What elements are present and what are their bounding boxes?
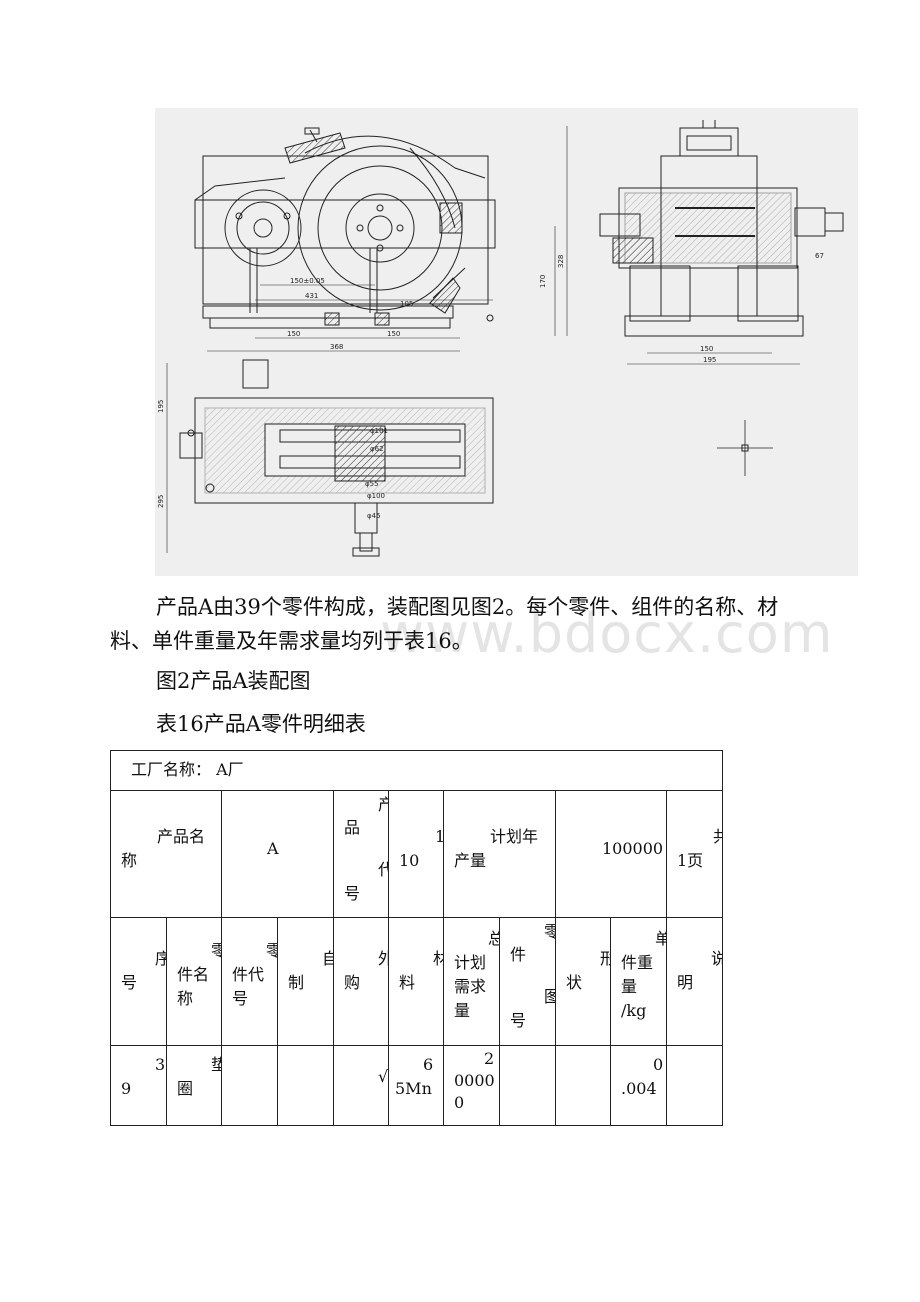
header-part-code: 号 bbox=[232, 989, 249, 1008]
column-header-row: 序 号 零 件名 称 零 件代 号 自 制 外 购 材 料 总 计划 需求 bbox=[110, 917, 724, 1046]
pages-label: 共 bbox=[713, 826, 722, 848]
header-total-demand: 需求 bbox=[454, 977, 487, 996]
row-seq: 9 bbox=[121, 1079, 132, 1098]
table-caption: 表16产品A零件明细表 bbox=[156, 712, 366, 736]
header-purchased: 购 bbox=[344, 973, 361, 992]
header-seq: 号 bbox=[121, 973, 138, 992]
header-material: 材 bbox=[433, 948, 443, 970]
header-part-code: 件代 bbox=[232, 965, 265, 984]
dim-label: 150 bbox=[287, 330, 300, 338]
header-drawing-no: 零 bbox=[544, 921, 555, 943]
product-name-label-cont: 称 bbox=[121, 851, 138, 870]
row-total-demand: 0000 bbox=[454, 1071, 495, 1090]
header-notes: 说 bbox=[711, 948, 722, 970]
row-part-name: 垫 bbox=[211, 1054, 221, 1076]
row-purchased-check: √ bbox=[378, 1067, 389, 1086]
header-drawing-no: 号 bbox=[510, 1011, 527, 1030]
header-part-name: 零 bbox=[211, 940, 221, 962]
dim-label: 105 bbox=[400, 300, 413, 308]
dim-label: 195 bbox=[157, 400, 165, 413]
row-material: 5Mn bbox=[395, 1079, 432, 1098]
header-part-name: 件名 bbox=[177, 965, 210, 984]
product-code-label: 产 bbox=[378, 794, 388, 816]
dim-label: 295 bbox=[157, 495, 165, 508]
header-unit-weight: 件重 bbox=[621, 953, 654, 972]
header-drawing-no: 件 bbox=[510, 945, 527, 964]
plan-output-value: 100000 bbox=[602, 839, 664, 858]
header-unit-weight: 量 bbox=[621, 977, 638, 996]
side-view: 170 328 67 150 195 bbox=[539, 120, 844, 365]
figure-caption: 图2产品A装配图 bbox=[156, 669, 311, 693]
dim-label: φ100 bbox=[367, 492, 385, 500]
product-code-label: 品 bbox=[344, 818, 361, 837]
header-self-made: 自 bbox=[322, 948, 333, 970]
dim-label: φ55 bbox=[365, 480, 379, 488]
dim-label: 67 bbox=[815, 252, 824, 260]
product-code-value: 1 bbox=[435, 826, 443, 848]
top-view: φ101 φ62 φ55 φ100 φ45 195 295 bbox=[157, 359, 494, 557]
header-unit-weight: /kg bbox=[621, 1001, 647, 1020]
plan-output-label: 计划年 bbox=[490, 827, 539, 846]
dim-label: 150±0.05 bbox=[290, 277, 325, 285]
dim-label: 431 bbox=[305, 292, 318, 300]
row-part-name: 圈 bbox=[177, 1079, 194, 1098]
header-shape: 形 bbox=[600, 948, 610, 970]
row-seq: 3 bbox=[155, 1055, 166, 1074]
product-code-label: 代 bbox=[378, 859, 388, 881]
header-notes: 明 bbox=[677, 973, 694, 992]
header-total-demand: 总 bbox=[488, 928, 499, 950]
factory-name: 工厂名称： A厂 bbox=[131, 760, 244, 779]
header-total-demand: 计划 bbox=[454, 953, 487, 972]
row-total-demand: 0 bbox=[454, 1093, 465, 1112]
factory-row: 工厂名称： A厂 bbox=[109, 750, 724, 791]
watermark: www.bdocx.com bbox=[380, 602, 834, 665]
body-paragraph: 产品A由39个零件构成，装配图见图2。每个零件、组件的名称、材料、单件重量及年需… bbox=[110, 595, 779, 653]
dim-label: φ45 bbox=[367, 512, 381, 520]
crosshair-mark bbox=[717, 420, 773, 476]
header-material: 料 bbox=[399, 973, 416, 992]
header-drawing-no: 图 bbox=[544, 986, 555, 1008]
front-view: 150±0.05 431 105 150 150 368 bbox=[194, 127, 496, 352]
product-code-label: 号 bbox=[344, 884, 361, 903]
dim-label: 328 bbox=[557, 255, 565, 268]
plan-output-label: 产量 bbox=[454, 851, 487, 870]
dim-label: φ101 bbox=[370, 427, 388, 435]
header-part-name: 称 bbox=[177, 989, 194, 1008]
pages-label: 1页 bbox=[677, 851, 704, 870]
dim-label: 368 bbox=[330, 343, 343, 351]
parts-table: 工厂名称： A厂 产品名 称 A 产 品 代 号 1 10 计划年 产量 100… bbox=[109, 750, 724, 1126]
row-total-demand: 2 bbox=[484, 1049, 495, 1068]
row-unit-weight: .004 bbox=[621, 1079, 657, 1098]
product-info-row: 产品名 称 A 产 品 代 号 1 10 计划年 产量 100000 共 1页 bbox=[110, 790, 724, 918]
header-purchased: 外 bbox=[378, 948, 388, 970]
header-total-demand: 量 bbox=[454, 1001, 471, 1020]
row-unit-weight: 0 bbox=[653, 1055, 664, 1074]
dim-label: 150 bbox=[700, 345, 713, 353]
header-part-code: 零 bbox=[266, 940, 277, 962]
product-name-label: 产品名 bbox=[157, 827, 206, 846]
dim-label: φ62 bbox=[370, 445, 384, 453]
assembly-drawing: 150±0.05 431 105 150 150 368 bbox=[155, 108, 858, 576]
header-shape: 状 bbox=[566, 973, 583, 992]
dim-label: 195 bbox=[703, 356, 716, 364]
header-self-made: 制 bbox=[288, 973, 305, 992]
product-code-value: 10 bbox=[399, 851, 420, 870]
row-material: 6 bbox=[423, 1055, 434, 1074]
dim-label: 170 bbox=[539, 275, 547, 288]
product-name-value: A bbox=[267, 839, 279, 858]
header-unit-weight: 单 bbox=[655, 928, 666, 950]
dim-label: 150 bbox=[387, 330, 400, 338]
header-seq: 序 bbox=[155, 948, 166, 970]
table-row: 3 9 垫 圈 √ 6 5Mn 2 0000 0 0 .004 bbox=[110, 1045, 724, 1126]
